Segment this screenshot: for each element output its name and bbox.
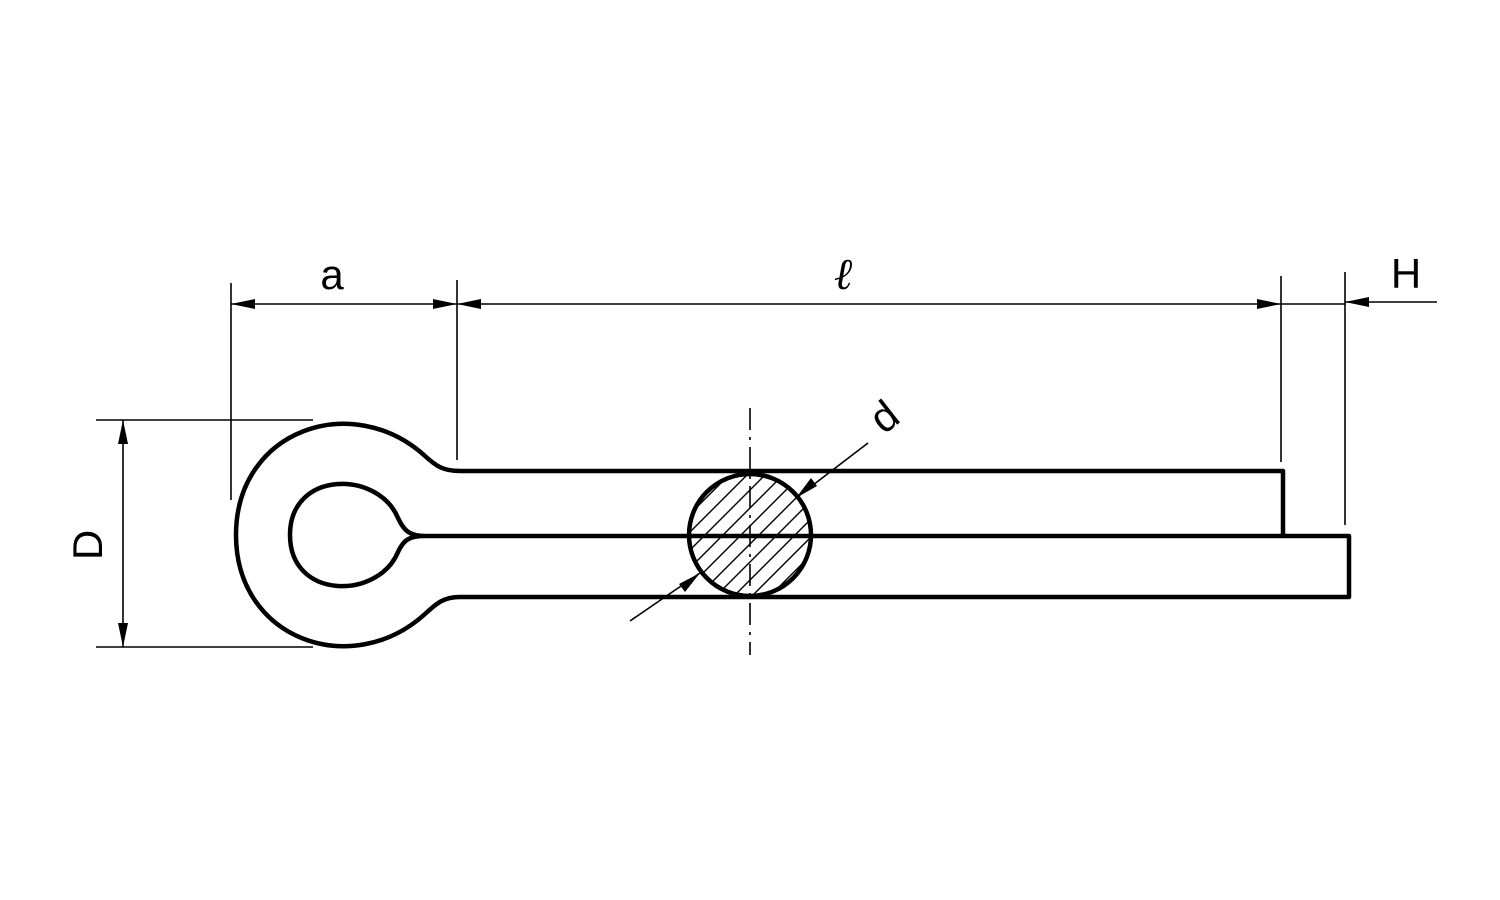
arrowhead xyxy=(1257,299,1281,309)
arrowhead xyxy=(1345,297,1369,307)
upper-leg-outline xyxy=(460,468,1286,534)
label-D: D xyxy=(64,530,111,560)
label-length: ℓ xyxy=(834,249,853,300)
pin-body xyxy=(233,421,1352,649)
arrowhead xyxy=(118,623,128,647)
dimension-d: d xyxy=(629,391,908,622)
arrowhead xyxy=(796,478,817,498)
cross-section xyxy=(686,408,814,655)
label-a: a xyxy=(320,251,344,298)
dimension-a: a xyxy=(230,251,458,500)
arrowhead xyxy=(231,299,255,309)
eye-outer-outline xyxy=(233,421,461,649)
section-hatching xyxy=(689,474,811,596)
arrowhead xyxy=(118,420,128,444)
dimension-length: ℓ xyxy=(457,249,1282,462)
eye-inner-outline xyxy=(287,481,426,589)
lower-leg-outline xyxy=(425,533,1352,600)
label-d: d xyxy=(860,391,907,442)
arrowhead xyxy=(457,299,481,309)
dimension-D: D xyxy=(64,419,313,648)
dimension-H: H xyxy=(1281,250,1437,525)
arrowhead xyxy=(433,299,457,309)
label-H: H xyxy=(1391,250,1421,297)
arrowhead xyxy=(679,573,700,592)
